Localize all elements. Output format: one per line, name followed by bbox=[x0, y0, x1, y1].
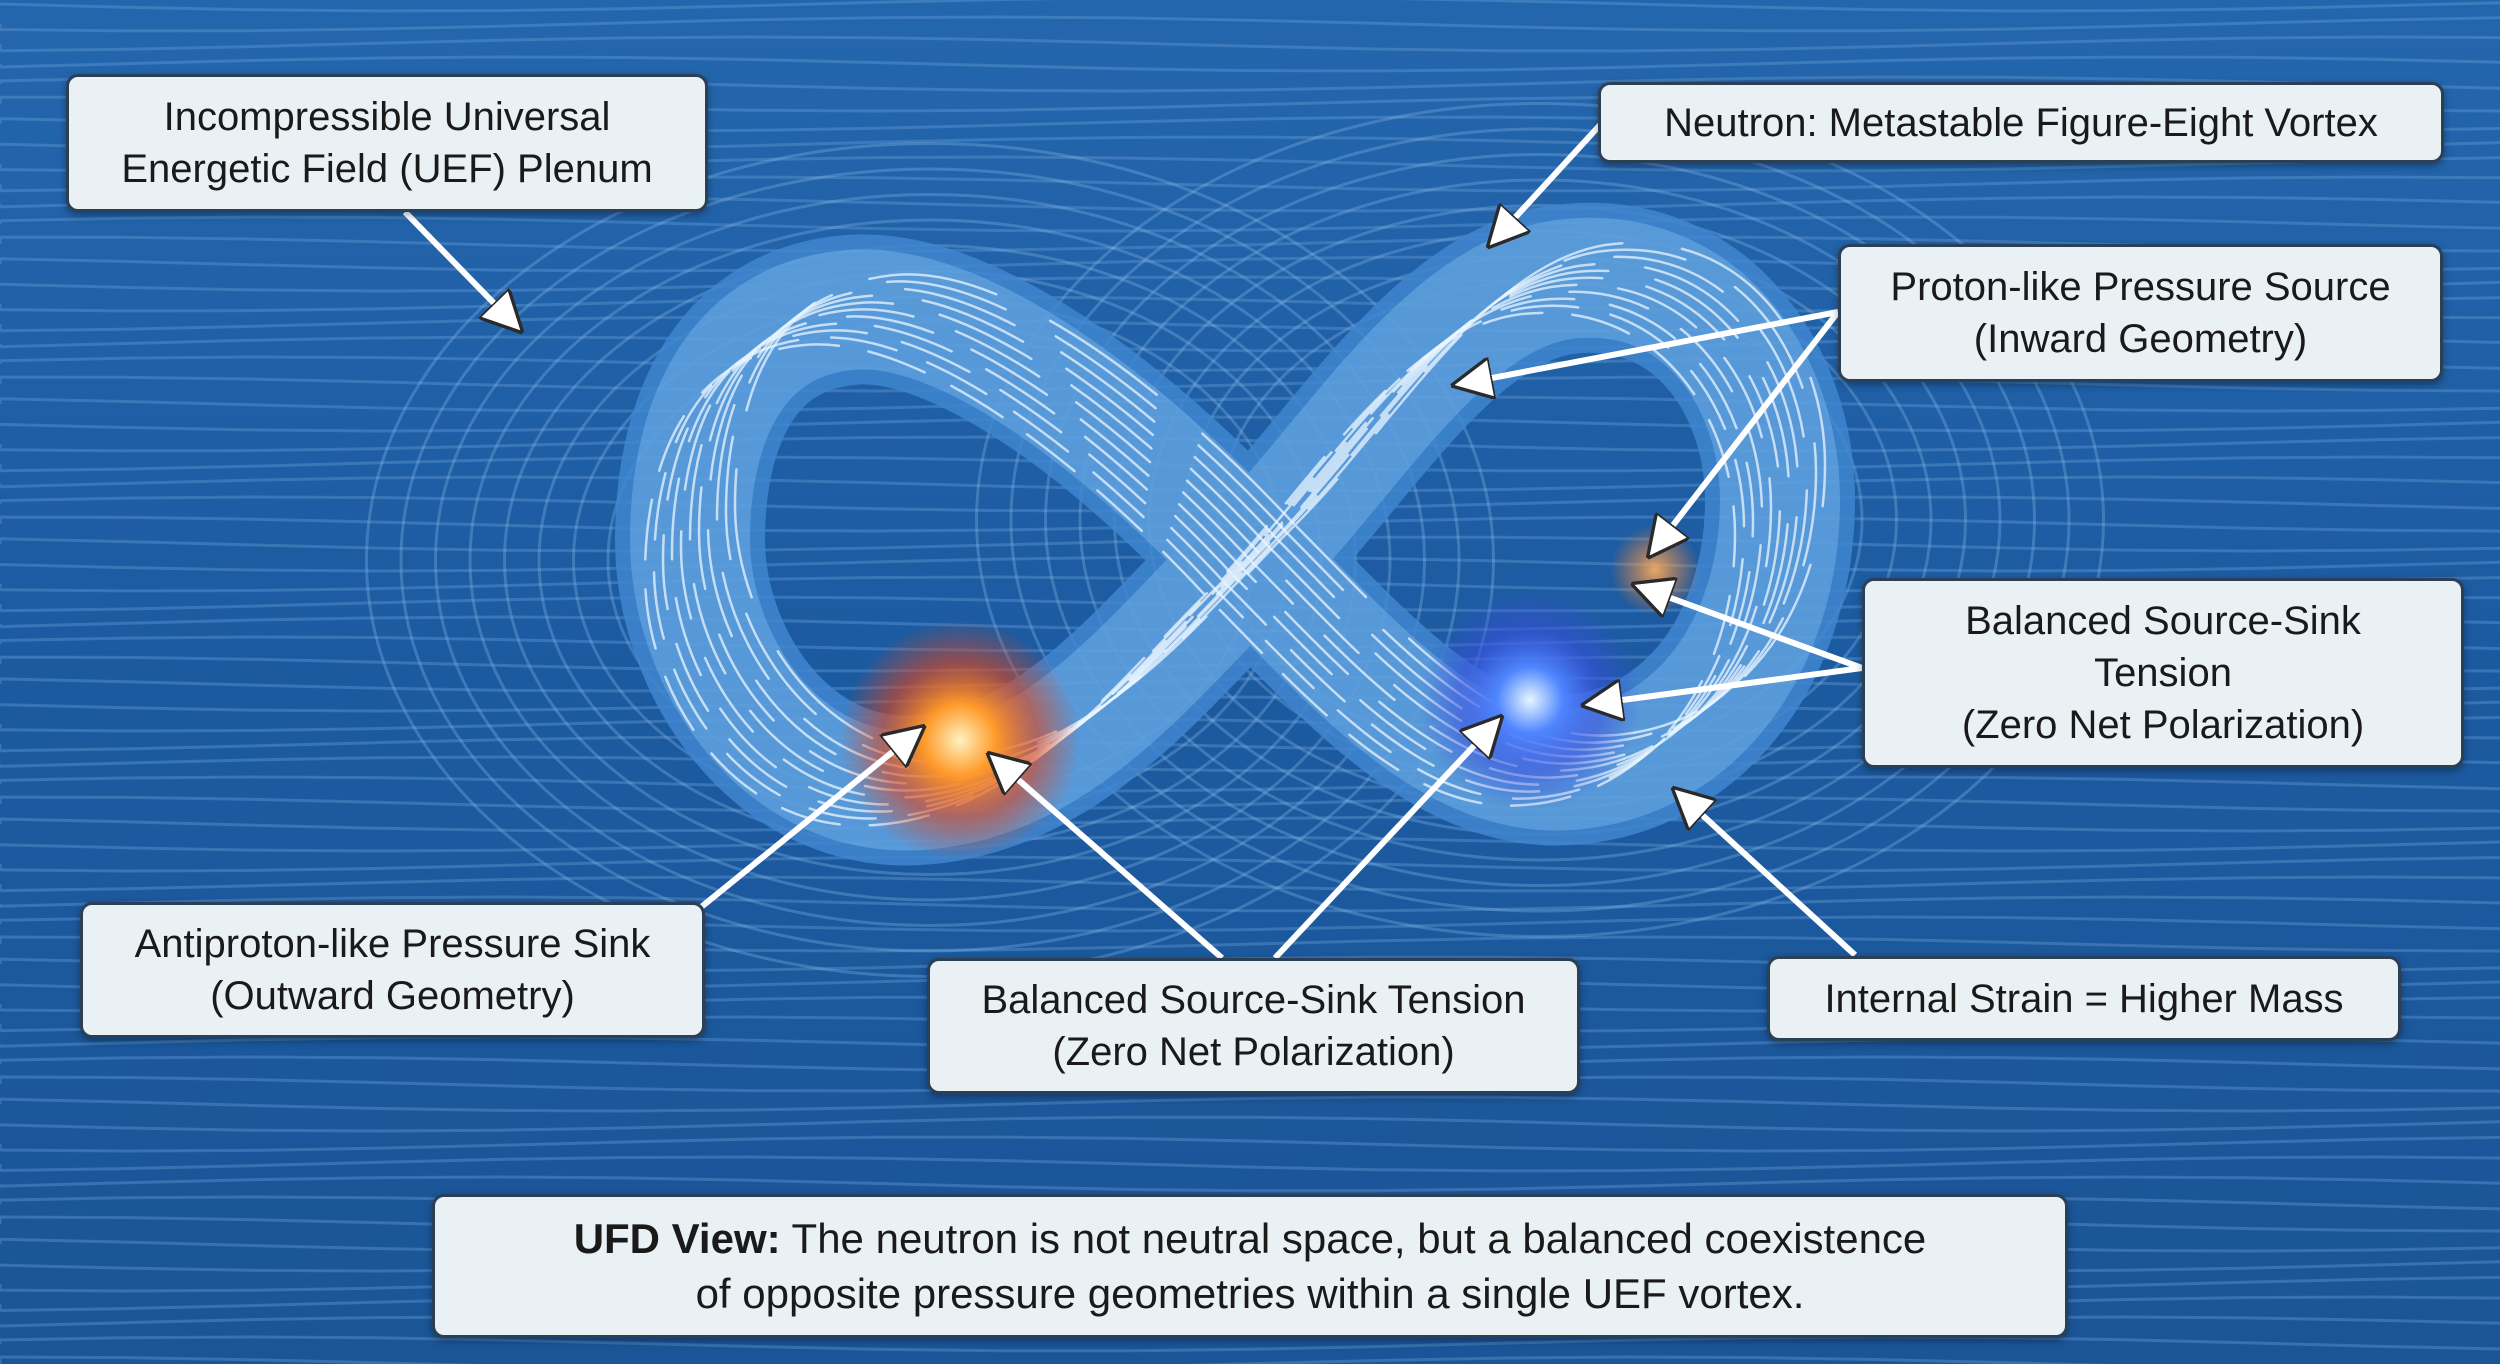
caption-bold-prefix: UFD View: bbox=[574, 1215, 781, 1262]
caption-line-1: UFD View: The neutron is not neutral spa… bbox=[574, 1211, 1927, 1266]
strain-label: Internal Strain = Higher Mass bbox=[1767, 956, 2401, 1041]
balanced-right-label: Balanced Source-Sink Tension (Zero Net P… bbox=[1862, 578, 2464, 768]
proton-label: Proton-like Pressure Source (Inward Geom… bbox=[1838, 244, 2443, 382]
balanced-right-line-3: (Zero Net Polarization) bbox=[1962, 699, 2364, 751]
caption-text-line-1: The neutron is not neutral space, but a … bbox=[792, 1215, 1927, 1262]
balanced-center-line-2: (Zero Net Polarization) bbox=[1052, 1026, 1454, 1078]
proton-label-line-1: Proton-like Pressure Source bbox=[1890, 261, 2390, 313]
neutron-label: Neutron: Metastable Figure-Eight Vortex bbox=[1598, 82, 2444, 163]
proton-label-line-2: (Inward Geometry) bbox=[1974, 313, 2307, 365]
antiproton-label-line-1: Antiproton-like Pressure Sink bbox=[135, 918, 651, 970]
balanced-center-label: Balanced Source-Sink Tension (Zero Net P… bbox=[927, 958, 1580, 1094]
plenum-label-line-1: Incompressible Universal bbox=[164, 91, 611, 143]
balanced-right-line-1: Balanced Source-Sink bbox=[1965, 595, 2361, 647]
caption-text-line-2: of opposite pressure geometries within a… bbox=[696, 1266, 1805, 1321]
ufd-view-caption: UFD View: The neutron is not neutral spa… bbox=[432, 1194, 2068, 1338]
plenum-label: Incompressible Universal Energetic Field… bbox=[66, 74, 708, 212]
neutron-label-line-1: Neutron: Metastable Figure-Eight Vortex bbox=[1664, 97, 2378, 149]
antiproton-label: Antiproton-like Pressure Sink (Outward G… bbox=[80, 902, 705, 1038]
balanced-center-line-1: Balanced Source-Sink Tension bbox=[981, 974, 1525, 1026]
antiproton-sink-glow bbox=[840, 620, 1080, 860]
plenum-label-line-2: Energetic Field (UEF) Plenum bbox=[121, 143, 652, 195]
strain-label-line-1: Internal Strain = Higher Mass bbox=[1824, 973, 2343, 1025]
balanced-right-line-2: Tension bbox=[2094, 647, 2232, 699]
antiproton-label-line-2: (Outward Geometry) bbox=[210, 970, 575, 1022]
